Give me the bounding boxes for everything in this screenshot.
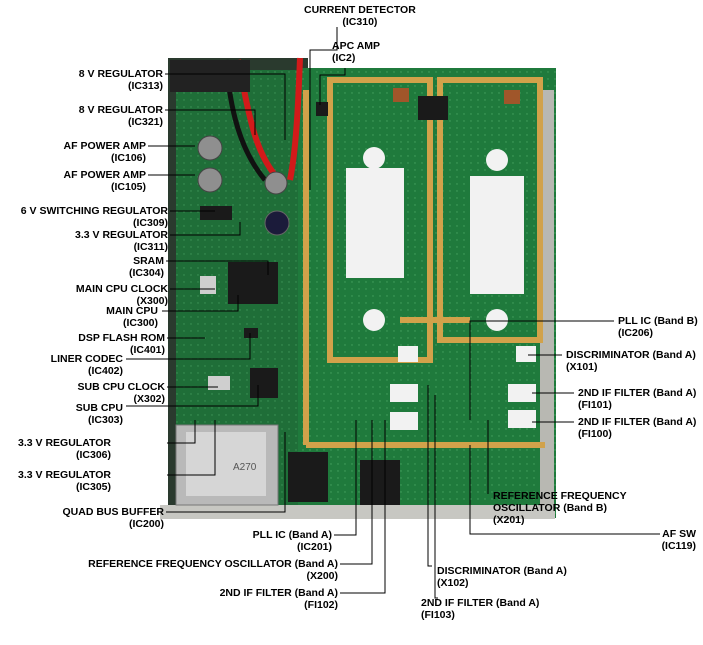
label-disc-a-102-ref: (X102): [437, 577, 469, 589]
label-reg-33-311-name: 3.3 V REGULATOR: [75, 229, 168, 241]
label-if2-a-101-ref: (FI101): [578, 399, 612, 411]
label-ref-osc-b-name: REFERENCE FREQUENCY OSCILLATOR (Band B): [493, 490, 627, 514]
label-sram-name: SRAM: [133, 255, 164, 267]
label-apc-amp-name: APC AMP: [332, 40, 381, 52]
label-reg-8v-321-name: 8 V REGULATOR: [78, 104, 163, 116]
label-pll-b-ref: (IC206): [618, 327, 654, 339]
label-if2-a-103: 2ND IF FILTER (Band A) (FI103): [421, 597, 539, 621]
label-reg-6v-309-ref: (IC309): [132, 217, 168, 229]
label-main-cpu-name: MAIN CPU: [106, 305, 158, 317]
label-reg-8v-321-ref: (IC321): [127, 116, 163, 128]
label-if2-a-100-ref: (FI100): [578, 428, 612, 440]
label-quad-bus-ref: (IC200): [128, 518, 164, 530]
label-quad-bus: QUAD BUS BUFFER (IC200): [63, 506, 165, 530]
label-current-detector: CURRENT DETECTOR (IC310): [304, 4, 416, 28]
label-if2-a-103-name: 2ND IF FILTER (Band A): [421, 597, 540, 609]
label-sub-cpu: SUB CPU (IC303): [76, 402, 123, 426]
label-pll-b-name: PLL IC (Band B): [618, 315, 698, 327]
label-liner-codec-ref: (IC402): [87, 365, 123, 377]
label-sub-cpu-clock-name: SUB CPU CLOCK: [77, 381, 165, 393]
label-sub-cpu-clock-ref: (X302): [133, 393, 165, 405]
label-quad-bus-name: QUAD BUS BUFFER: [62, 506, 165, 518]
label-liner-codec: LINER CODEC (IC402): [51, 353, 123, 377]
label-af-sw-name: AF SW: [662, 528, 696, 540]
main-cpu-chip: [228, 262, 278, 304]
label-main-cpu-clock-ref: (X300): [136, 295, 168, 307]
label-reg-8v-313: 8 V REGULATOR (IC313): [79, 68, 163, 92]
shield-block-a: [346, 168, 404, 278]
shield-trace-b: [437, 77, 543, 343]
label-disc-a-102-name: DISCRIMINATOR (Band A): [437, 565, 567, 577]
label-if2-a-103-ref: (FI103): [421, 609, 455, 621]
label-disc-a-101-ref: (X101): [566, 361, 598, 373]
label-if2-a-102: 2ND IF FILTER (Band A) (FI102): [220, 587, 338, 611]
label-main-cpu-clock: MAIN CPU CLOCK (X300): [76, 283, 168, 307]
label-if2-a-101: 2ND IF FILTER (Band A) (FI101): [578, 387, 696, 411]
label-reg-33-311: 3.3 V REGULATOR (IC311): [75, 229, 168, 253]
label-disc-a-102: DISCRIMINATOR (Band A) (X102): [437, 565, 567, 589]
label-apc-amp: APC AMP (IC2): [332, 40, 380, 64]
label-dsp-flash-ref: (IC401): [129, 344, 165, 356]
label-reg-33-306: 3.3 V REGULATOR (IC306): [18, 437, 111, 461]
label-apc-amp-ref: (IC2): [332, 52, 356, 64]
label-af-sw: AF SW (IC119): [662, 528, 696, 552]
frame-right: [540, 90, 554, 510]
label-sram-ref: (IC304): [128, 267, 164, 279]
label-af-sw-ref: (IC119): [661, 540, 696, 552]
label-af-amp-106-name: AF POWER AMP: [63, 140, 146, 152]
sd-silkscreen: A270: [233, 462, 257, 473]
shield-block-b: [470, 176, 524, 294]
label-pll-a-name: PLL IC (Band A): [252, 529, 332, 541]
label-if2-a-100-name: 2ND IF FILTER (Band A): [578, 416, 697, 428]
label-main-cpu: MAIN CPU (IC300): [106, 305, 158, 329]
label-reg-33-311-ref: (IC311): [133, 241, 168, 253]
frame-bottom: [160, 505, 555, 519]
label-sub-cpu-name: SUB CPU: [75, 402, 123, 414]
label-reg-33-306-name: 3.3 V REGULATOR: [18, 437, 111, 449]
label-if2-a-100: 2ND IF FILTER (Band A) (FI100): [578, 416, 696, 440]
label-disc-a-101: DISCRIMINATOR (Band A) (X101): [566, 349, 696, 373]
connector: [170, 60, 250, 92]
label-ref-osc-a-ref: (X200): [306, 570, 338, 582]
label-reg-33-305: 3.3 V REGULATOR (IC305): [18, 469, 111, 493]
label-disc-a-101-name: DISCRIMINATOR (Band A): [566, 349, 696, 361]
label-ref-osc-a-name: REFERENCE FREQUENCY OSCILLATOR (Band A): [88, 558, 338, 570]
label-af-amp-106: AF POWER AMP (IC106): [64, 140, 146, 164]
label-if2-a-102-name: 2ND IF FILTER (Band A): [219, 587, 338, 599]
label-sram: SRAM (IC304): [129, 255, 164, 279]
label-pll-b: PLL IC (Band B) (IC206): [618, 315, 698, 339]
label-reg-33-305-ref: (IC305): [75, 481, 111, 493]
label-reg-8v-313-name: 8 V REGULATOR: [78, 68, 163, 80]
label-af-amp-105-ref: (IC105): [110, 181, 146, 193]
label-if2-a-101-name: 2ND IF FILTER (Band A): [578, 387, 697, 399]
label-af-amp-106-ref: (IC106): [110, 152, 146, 164]
label-dsp-flash-name: DSP FLASH ROM: [78, 332, 165, 344]
label-liner-codec-name: LINER CODEC: [50, 353, 123, 365]
label-reg-33-306-ref: (IC306): [75, 449, 111, 461]
label-main-cpu-ref: (IC300): [122, 317, 158, 329]
label-pll-a-ref: (IC201): [296, 541, 332, 553]
label-current-detector-name: CURRENT DETECTOR: [304, 4, 416, 16]
label-ref-osc-b: REFERENCE FREQUENCY OSCILLATOR (Band B) …: [493, 490, 643, 526]
label-reg-8v-321: 8 V REGULATOR (IC321): [79, 104, 163, 128]
label-current-detector-ref: (IC310): [342, 16, 378, 28]
label-ref-osc-b-ref: (X201): [493, 514, 525, 526]
label-sub-cpu-clock: SUB CPU CLOCK (X302): [77, 381, 165, 405]
label-sub-cpu-ref: (IC303): [87, 414, 123, 426]
label-reg-6v-309-name: 6 V SWITCHING REGULATOR: [20, 205, 168, 217]
label-reg-8v-313-ref: (IC313): [127, 80, 163, 92]
label-main-cpu-clock-name: MAIN CPU CLOCK: [75, 283, 168, 295]
label-pll-a: PLL IC (Band A) (IC201): [253, 529, 332, 553]
label-reg-33-305-name: 3.3 V REGULATOR: [18, 469, 111, 481]
label-af-amp-105-name: AF POWER AMP: [63, 169, 146, 181]
label-reg-6v-309: 6 V SWITCHING REGULATOR (IC309): [21, 205, 168, 229]
label-if2-a-102-ref: (FI102): [304, 599, 338, 611]
label-dsp-flash: DSP FLASH ROM (IC401): [78, 332, 165, 356]
shield-trace-a: [327, 77, 433, 363]
label-af-amp-105: AF POWER AMP (IC105): [64, 169, 146, 193]
label-ref-osc-a: REFERENCE FREQUENCY OSCILLATOR (Band A) …: [88, 558, 338, 582]
